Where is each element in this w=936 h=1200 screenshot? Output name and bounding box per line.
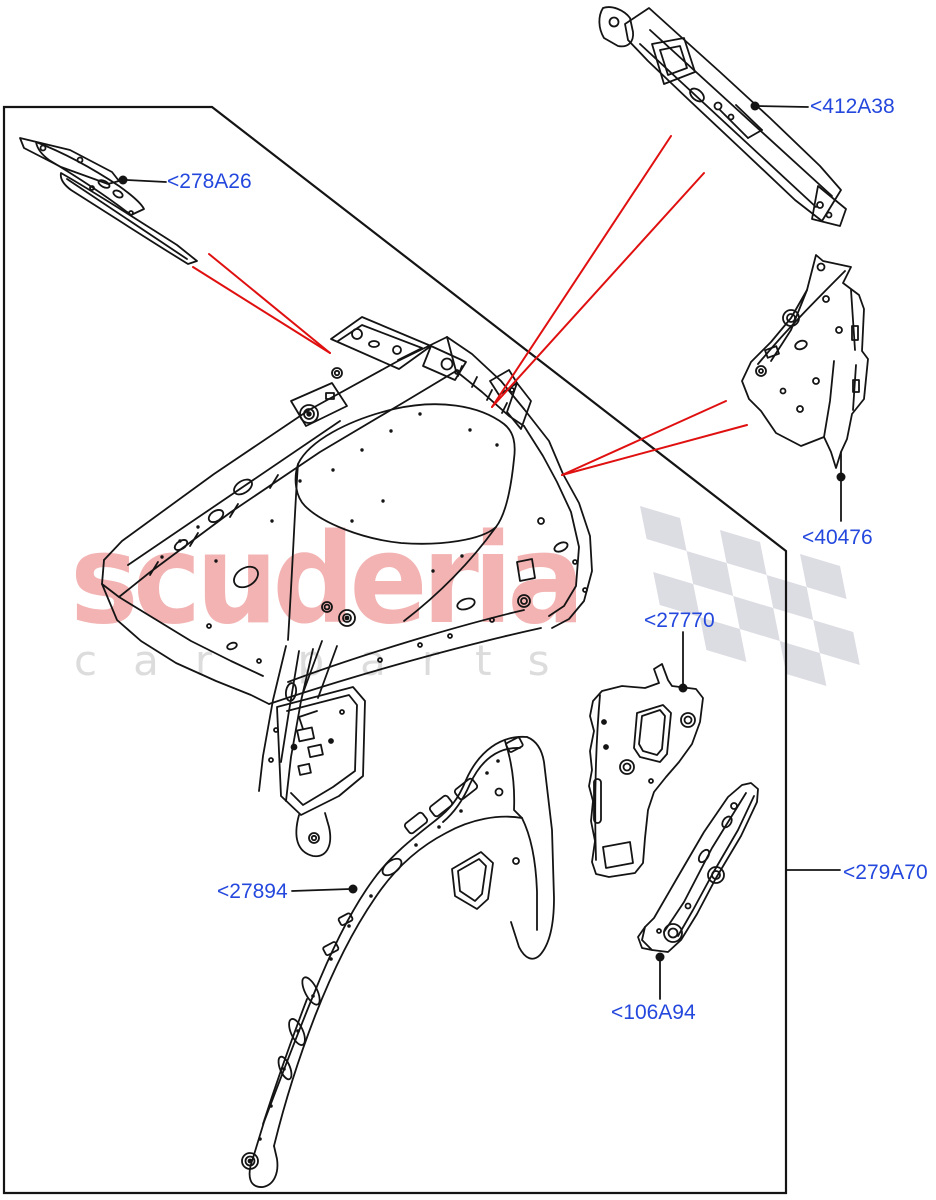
locator-highlight-lines [192,135,748,476]
callout-leader-lines [126,105,842,1000]
callout-40476[interactable]: <40476 [802,526,873,549]
part-cantrail-strip-278A26 [19,137,198,265]
part-quarter-panel-inner-assembly [101,316,593,857]
brand-tagline-watermark: car parts [74,636,586,685]
diagram-border [2,105,788,1195]
part-wheelhouse-outer-27894 [241,736,555,1188]
brand-watermark: scuderia [70,508,585,652]
callout-412A38[interactable]: <412A38 [810,95,895,118]
callout-106A94[interactable]: <106A94 [611,1001,696,1024]
part-pillar-bracket-40476 [741,254,869,469]
part-rear-header-rail-412A38 [598,6,847,227]
part-reinforcement-bracket-27770 [588,663,704,878]
part-sill-strip-106A94 [637,782,759,953]
callout-278A26[interactable]: <278A26 [167,170,252,193]
callout-279A70[interactable]: <279A70 [843,861,928,884]
callout-27770[interactable]: <27770 [644,609,715,632]
checkered-flag-watermark [640,506,860,687]
callout-27894[interactable]: <27894 [217,880,288,903]
